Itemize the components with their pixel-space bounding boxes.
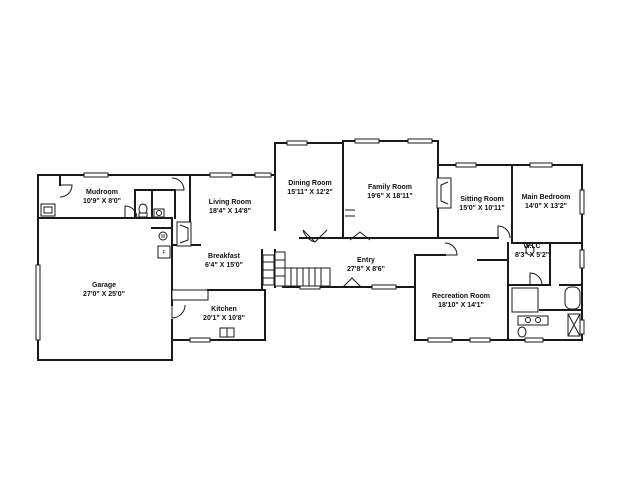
fridge-label: F <box>162 250 165 256</box>
window <box>427 337 453 343</box>
door-swing <box>349 231 371 241</box>
window <box>529 162 553 168</box>
window <box>35 264 41 341</box>
room-name-dining: Dining Room <box>288 180 332 187</box>
windows <box>35 138 585 343</box>
closet <box>511 287 539 313</box>
window <box>209 172 233 178</box>
room-dims-living: 18'4" X 14'8" <box>209 208 251 215</box>
exterior-walls <box>37 140 583 361</box>
room-dims-kitchen: 20'1" X 10'8" <box>203 315 245 322</box>
window <box>455 162 477 168</box>
vanity <box>517 315 549 326</box>
door-swing <box>302 229 328 243</box>
door-swing <box>444 242 458 256</box>
room-name-sitting: Sitting Room <box>460 196 504 203</box>
room-dims-recreation: 18'10" X 14'1" <box>438 302 484 309</box>
room-dims-sitting: 15'0" X 10'11" <box>459 205 504 212</box>
room-name-breakfast: Breakfast <box>208 253 241 260</box>
room-name-living: Living Room <box>209 199 251 206</box>
stairs <box>262 251 331 287</box>
room-name-mudroom: Mudroom <box>86 189 118 196</box>
fireplace <box>436 177 452 209</box>
room-dims-entry: 27'8" X 8'6" <box>347 266 385 273</box>
window <box>407 138 433 144</box>
sink <box>43 206 53 214</box>
room-dims-dining: 15'11" X 12'2" <box>287 189 332 196</box>
room-name-kitchen: Kitchen <box>211 306 237 313</box>
room-name-family: Family Room <box>368 184 412 191</box>
room-name-wic: W.I.C <box>523 243 540 250</box>
window <box>579 249 585 269</box>
window <box>354 138 380 144</box>
door-swing <box>59 184 73 198</box>
washer-label: W <box>161 234 166 240</box>
washer-icon <box>158 231 168 241</box>
window <box>189 337 211 343</box>
toilet-tank <box>138 212 148 218</box>
toilet <box>525 244 535 256</box>
door-swing <box>171 177 185 191</box>
room-name-garage: Garage <box>92 282 116 289</box>
door-swing <box>171 304 186 319</box>
room-name-recreation: Recreation Room <box>432 293 490 300</box>
window <box>371 284 397 290</box>
window <box>579 189 585 215</box>
window <box>286 140 308 146</box>
room-dims-mudroom: 10'9" X 8'0" <box>83 198 121 205</box>
fixtures: W F <box>40 177 581 338</box>
room-dims-breakfast: 6'4" X 15'0" <box>205 262 243 269</box>
room-labels: Mudroom 10'9" X 8'0" Living Room 18'4" X… <box>83 180 570 322</box>
room-name-entry: Entry <box>357 257 375 264</box>
door-swing <box>497 225 511 239</box>
fridge-icon <box>157 245 171 259</box>
window <box>579 319 585 335</box>
room-dims-garage: 27'0" X 25'0" <box>83 291 125 298</box>
window <box>83 172 109 178</box>
window <box>524 337 544 343</box>
door-swing <box>124 205 138 219</box>
window <box>254 172 272 178</box>
doors <box>59 177 543 319</box>
interior-walls <box>37 142 583 341</box>
toilet <box>517 326 527 338</box>
room-dims-family: 19'6" X 18'11" <box>367 193 412 200</box>
room-dims-wic: 8'3" X 5'2" <box>515 252 549 259</box>
bathtub <box>564 286 581 310</box>
window <box>469 337 491 343</box>
door-swing <box>529 272 543 286</box>
fireplace <box>176 221 192 247</box>
room-name-main-bedroom: Main Bedroom <box>522 194 571 201</box>
door-swing <box>342 277 362 288</box>
room-dims-main-bedroom: 14'0" X 13'2" <box>525 203 567 210</box>
